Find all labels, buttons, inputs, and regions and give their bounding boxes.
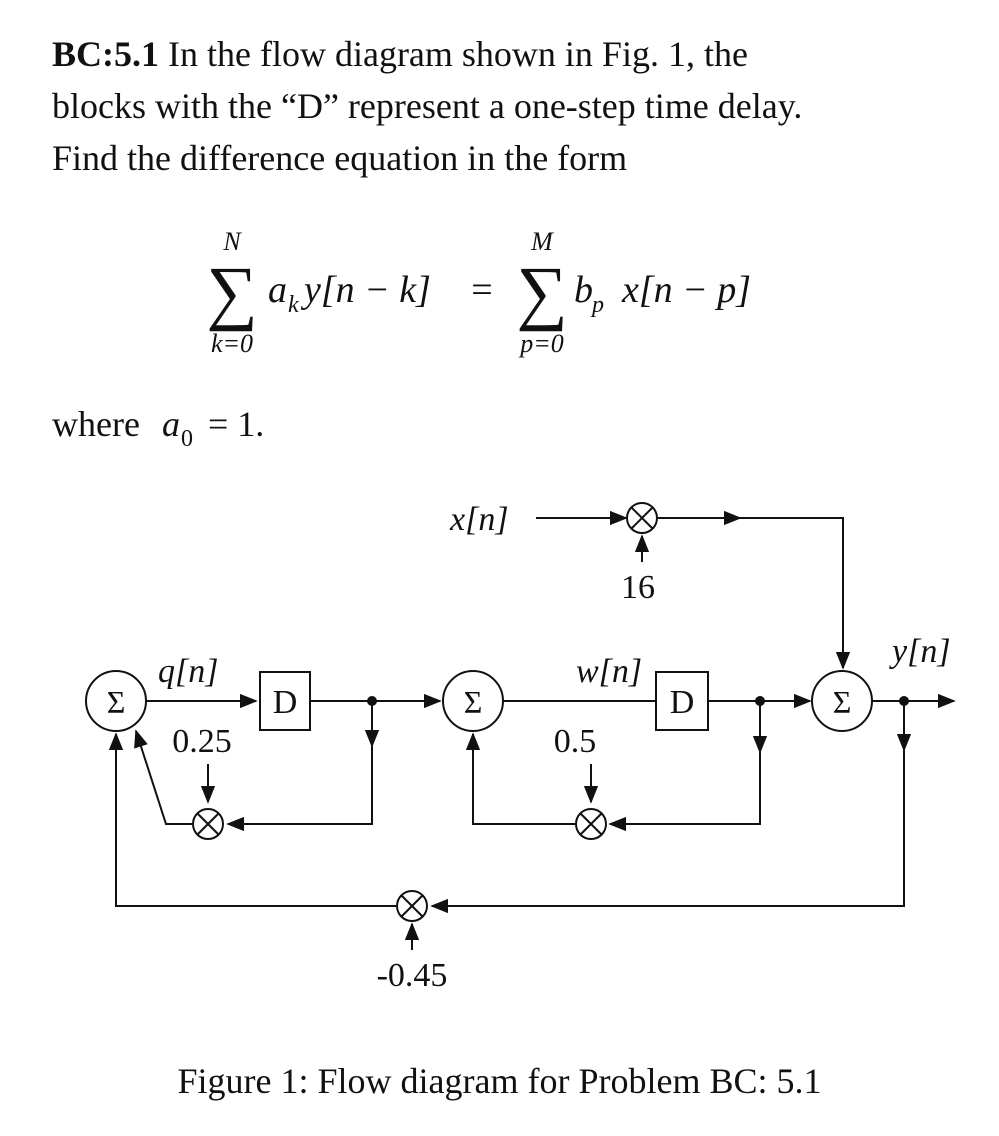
sum3-symbol: Σ bbox=[833, 684, 852, 720]
summing-junction-3: Σ bbox=[811, 670, 873, 732]
gain-1-label: 0.25 bbox=[172, 723, 232, 760]
delay2-label: D bbox=[670, 684, 695, 721]
q-label: q[n] bbox=[158, 653, 218, 690]
where-sub: 0 bbox=[181, 426, 193, 452]
loop2-return-line bbox=[608, 752, 761, 832]
summing-junction-2: Σ bbox=[442, 670, 504, 732]
right-sum-lower: p=0 bbox=[518, 329, 564, 358]
multiplier-input bbox=[626, 502, 658, 534]
problem-line-2: blocks with the “D” represent a one-step… bbox=[52, 86, 803, 126]
w-label: w[n] bbox=[576, 653, 642, 690]
delay-block-2: D bbox=[655, 671, 709, 731]
where-rest: = 1. bbox=[208, 404, 264, 444]
equals-sign: = bbox=[471, 269, 492, 311]
left-sum-lower: k=0 bbox=[211, 329, 253, 358]
multiplier-1 bbox=[192, 808, 224, 840]
loop1-return-line bbox=[226, 746, 373, 832]
where-prefix: where bbox=[52, 404, 140, 444]
gain-feedback-label: -0.45 bbox=[377, 957, 448, 994]
right-term: x[n − p] bbox=[621, 269, 751, 311]
right-coef: b bbox=[574, 269, 593, 311]
loop1-to-sum1-line bbox=[134, 729, 192, 825]
outer-to-sum1-line bbox=[108, 732, 396, 907]
problem-line-1: BC:5.1 In the flow diagram shown in Fig.… bbox=[52, 28, 992, 80]
right-sum-sigma: ∑ bbox=[516, 252, 567, 332]
outer-return-line bbox=[430, 750, 905, 914]
problem-text-1: In the flow diagram shown in Fig. 1, the bbox=[168, 34, 748, 74]
left-term: y[n − k] bbox=[300, 269, 431, 311]
left-coef-sub: k bbox=[288, 292, 299, 318]
input-to-sum3-line bbox=[738, 517, 851, 670]
right-coef-sub: p bbox=[590, 292, 604, 318]
multiplier-outer bbox=[396, 890, 428, 922]
problem-label: BC:5.1 bbox=[52, 34, 159, 74]
flow-diagram: x[n] 16 Σ q[n] D bbox=[85, 501, 956, 994]
figure-caption: Figure 1: Flow diagram for Problem BC: 5… bbox=[177, 1061, 822, 1101]
where-var: a bbox=[162, 404, 180, 444]
sum2-symbol: Σ bbox=[464, 684, 483, 720]
delay-block-1: D bbox=[259, 671, 311, 731]
left-sum-sigma: ∑ bbox=[206, 252, 257, 332]
difference-equation: N ∑ k=0 a k y[n − k] = M ∑ p=0 b p x[n −… bbox=[206, 227, 751, 358]
sum1-symbol: Σ bbox=[107, 684, 126, 720]
problem-line-3: Find the difference equation in the form bbox=[52, 138, 628, 178]
loop2-to-sum2-line bbox=[465, 732, 576, 825]
left-sum-upper: N bbox=[222, 227, 242, 256]
gain-2-label: 0.5 bbox=[554, 723, 597, 760]
output-label: y[n] bbox=[889, 633, 951, 670]
left-coef: a bbox=[268, 269, 287, 311]
where-clause: where a 0 = 1. bbox=[52, 404, 264, 452]
summing-junction-1: Σ bbox=[85, 670, 147, 732]
delay1-label: D bbox=[273, 684, 298, 721]
multiplier-2 bbox=[575, 808, 607, 840]
gain-input-label: 16 bbox=[621, 569, 655, 606]
right-sum-upper: M bbox=[530, 227, 554, 256]
input-label: x[n] bbox=[449, 501, 509, 538]
